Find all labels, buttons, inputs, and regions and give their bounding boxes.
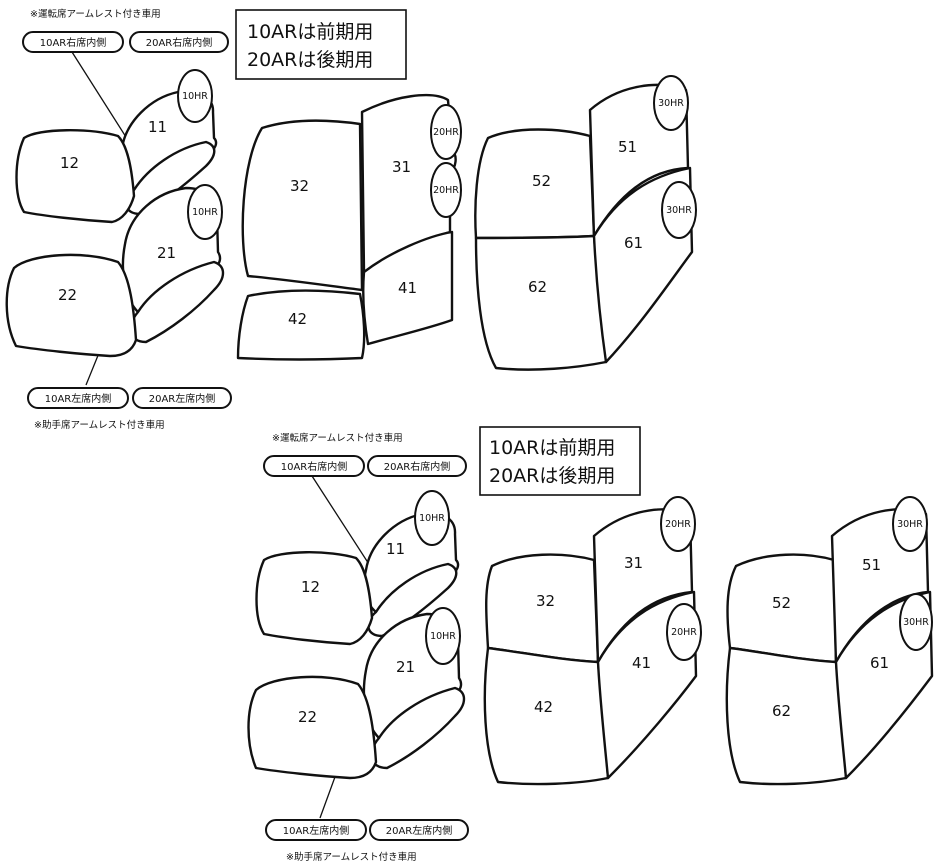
svg-text:12: 12 [301,578,320,596]
headrest-30hr-d [899,593,933,651]
svg-text:31: 31 [392,158,411,176]
title-line-1: 10ARは前期用 [247,21,373,43]
diagram-1: ※運転席アームレスト付き車用 10AR右席内側 20AR右席内側 10ARは前期… [5,8,697,431]
svg-text:10HR: 10HR [430,631,456,642]
svg-text:32: 32 [290,177,309,195]
svg-text:10ARは前期用: 10ARは前期用 [489,437,615,459]
svg-text:61: 61 [870,654,889,672]
headrest-30hr-a [653,75,689,131]
headrest-30hr-c [892,496,928,552]
svg-text:42: 42 [534,698,553,716]
model-title-box: 10ARは前期用 20ARは後期用 [235,9,407,80]
svg-text:10HR: 10HR [182,91,208,102]
svg-text:20AR左席内側: 20AR左席内側 [386,824,453,837]
svg-text:20AR左席内側: 20AR左席内側 [149,392,216,405]
svg-text:10AR左席内側: 10AR左席内側 [283,824,350,837]
svg-text:20AR右席内側: 20AR右席内側 [146,36,213,49]
svg-text:22: 22 [58,286,77,304]
svg-text:41: 41 [632,654,651,672]
pill-20ar-left-inner: 20AR左席内側 [132,387,232,409]
svg-text:20HR: 20HR [433,127,459,138]
svg-text:32: 32 [536,592,555,610]
pill-10ar-right-inner: 10AR右席内側 [22,31,124,53]
svg-text:52: 52 [772,594,791,612]
pill-20ar-left-inner-2: 20AR左席内側 [369,819,469,841]
svg-text:10AR右席内側: 10AR右席内側 [281,460,348,473]
svg-text:22: 22 [298,708,317,726]
headrest-10hr-b [187,184,223,240]
title-line-2: 20ARは後期用 [247,49,373,71]
svg-text:41: 41 [398,279,417,297]
front-seats: 10HR 10HR 11 12 21 22 [5,69,225,358]
third-row-seats: 30HR 30HR 52 51 61 62 [474,75,697,371]
pill-20ar-right-inner-2: 20AR右席内側 [367,455,467,477]
driver-armrest-note-2: ※運転席アームレスト付き車用 [272,432,403,444]
svg-text:61: 61 [624,234,643,252]
svg-text:20AR右席内側: 20AR右席内側 [384,460,451,473]
headrest-20hr-c [660,496,696,552]
second-row-seats-2: 20HR 20HR 32 31 41 42 [483,496,702,786]
svg-text:31: 31 [624,554,643,572]
svg-text:20ARは後期用: 20ARは後期用 [489,465,615,487]
headrest-20hr-d [666,603,702,661]
svg-text:10HR: 10HR [419,513,445,524]
pill-10ar-right-inner-2: 10AR右席内側 [263,455,365,477]
second-row-seats: 20HR 20HR 32 31 41 42 [236,93,462,361]
svg-text:11: 11 [386,540,405,558]
passenger-armrest-note: ※助手席アームレスト付き車用 [34,419,165,431]
driver-armrest-note: ※運転席アームレスト付き車用 [30,8,161,20]
model-title-box-2: 10ARは前期用 20ARは後期用 [479,426,641,496]
svg-text:30HR: 30HR [897,519,923,530]
headrest-10hr-d [425,607,461,665]
svg-text:30HR: 30HR [903,617,929,628]
svg-text:20HR: 20HR [433,185,459,196]
svg-text:20HR: 20HR [665,519,691,530]
svg-text:62: 62 [528,278,547,296]
headrest-20hr-a [430,104,462,160]
svg-text:20HR: 20HR [671,627,697,638]
svg-text:21: 21 [157,244,176,262]
svg-text:10AR左席内側: 10AR左席内側 [45,392,112,405]
svg-text:30HR: 30HR [666,205,692,216]
svg-text:42: 42 [288,310,307,328]
svg-text:51: 51 [618,138,637,156]
third-row-seats-2: 30HR 30HR 52 51 61 62 [725,496,934,786]
svg-text:62: 62 [772,702,791,720]
svg-text:10HR: 10HR [192,207,218,218]
headrest-10hr-a [177,69,213,123]
svg-text:52: 52 [532,172,551,190]
pill-10ar-left-inner-2: 10AR左席内側 [265,819,367,841]
svg-text:21: 21 [396,658,415,676]
headrest-30hr-b [661,181,697,239]
svg-text:11: 11 [148,118,167,136]
front-seats-2: 10HR 10HR 11 12 21 22 [247,490,466,780]
pill-10ar-left-inner: 10AR左席内側 [27,387,129,409]
pill-20ar-right-inner: 20AR右席内側 [129,31,229,53]
diagram-2: ※運転席アームレスト付き車用 10AR右席内側 20AR右席内側 10ARは前期… [247,426,934,863]
svg-text:30HR: 30HR [658,98,684,109]
svg-text:51: 51 [862,556,881,574]
headrest-10hr-c [414,490,450,546]
svg-text:12: 12 [60,154,79,172]
passenger-armrest-note-2: ※助手席アームレスト付き車用 [286,851,417,863]
headrest-20hr-b [430,162,462,218]
svg-text:10AR右席内側: 10AR右席内側 [40,36,107,49]
